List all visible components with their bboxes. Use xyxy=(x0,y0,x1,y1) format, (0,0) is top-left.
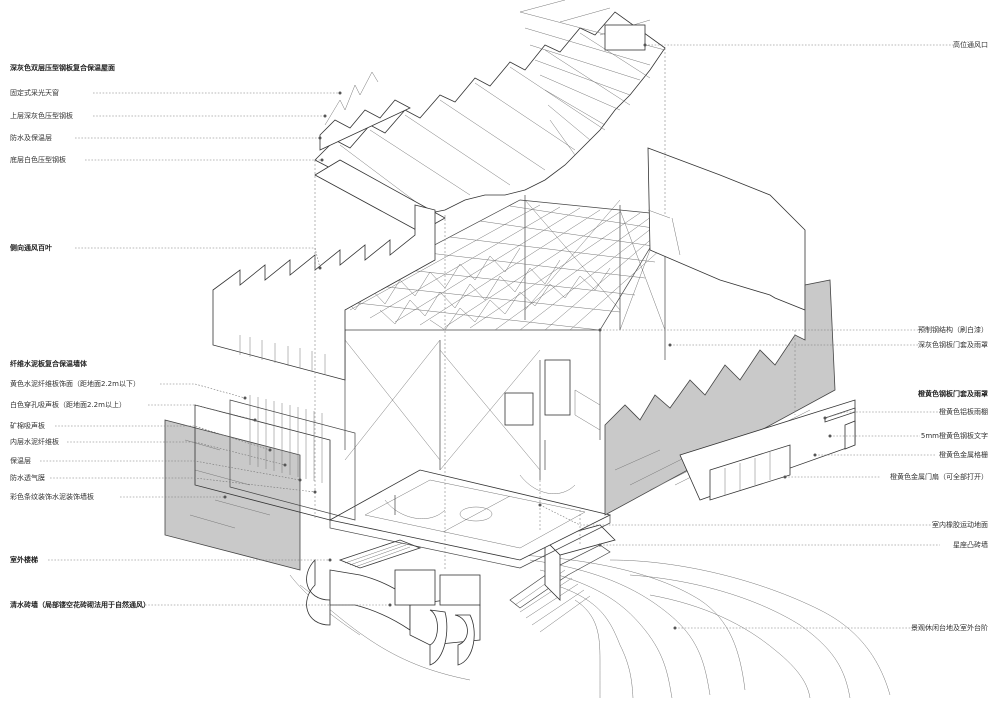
side-louver-wall xyxy=(212,204,436,381)
label-skylight: 固定式采光天窗 xyxy=(10,89,59,97)
label-high-vent: 高位通风口 xyxy=(953,41,988,49)
label-fiber-wall: 纤维水泥板复合保温墙体 xyxy=(10,360,87,368)
label-grey-door-frame: 深灰色钢板门套及雨罩 xyxy=(918,341,988,349)
label-colored-strip-wall: 彩色条纹装饰水泥装饰墙板 xyxy=(10,493,94,501)
label-landscape-steps: 景观休闲台地及室外台阶 xyxy=(911,624,988,632)
label-rubber-floor: 室内橡胶运动地面 xyxy=(932,521,988,529)
label-inner-cement-board: 内层水泥纤维板 xyxy=(10,438,59,446)
label-waterproof-insulation: 防水及保温层 xyxy=(10,134,52,142)
label-orange-frame: 橙黄色钢板门套及雨罩 xyxy=(918,390,988,398)
label-insulation-layer: 保温层 xyxy=(10,457,31,465)
end-wall xyxy=(647,147,806,311)
leader-lines-right xyxy=(538,43,955,630)
label-white-acoustic-panel: 白色穿孔吸声板（距地面2.2m以上） xyxy=(10,401,126,409)
label-yellow-fiber-panel: 黄色水泥纤维板饰面（距地面2.2m以下） xyxy=(10,380,140,388)
label-orange-canopy: 橙黄色铝板雨棚 xyxy=(939,408,988,416)
label-lower-white-sheet: 底层白色压型钢板 xyxy=(10,156,66,164)
fiber-cement-wall xyxy=(164,395,356,571)
label-steel-lettering: 5mm橙黄色钢板文字 xyxy=(920,432,988,440)
label-metal-grille: 橙黄色金属格栅 xyxy=(939,451,988,459)
label-outdoor-stair: 室外楼梯 xyxy=(10,556,38,564)
label-brick-wall: 清水砖墙（局部镂空花砖砌法用于自然通风） xyxy=(10,601,150,609)
label-metal-door: 橙黄色金属门扇（可全部打开） xyxy=(890,473,988,481)
landscape-terrain xyxy=(289,544,891,699)
steel-structure xyxy=(329,195,671,480)
label-mineral-wool: 矿棉吸声板 xyxy=(10,422,45,430)
label-breathable-membrane: 防水透气膜 xyxy=(10,474,45,482)
floor-plate xyxy=(328,440,612,569)
label-side-louver: 侧向通风百叶 xyxy=(10,244,52,252)
label-star-brick: 星座凸砖墙 xyxy=(953,541,988,549)
leader-lines-left xyxy=(40,91,392,607)
label-prefab-steel: 预制钢结构（刷白漆） xyxy=(918,326,988,334)
door-canopy-frame xyxy=(679,399,856,501)
label-roof-system: 深灰色双层压型钢板复合保温屋面 xyxy=(10,64,115,72)
label-upper-steel-sheet: 上层深灰色压型钢板 xyxy=(10,112,73,120)
roof-layers xyxy=(314,0,666,233)
